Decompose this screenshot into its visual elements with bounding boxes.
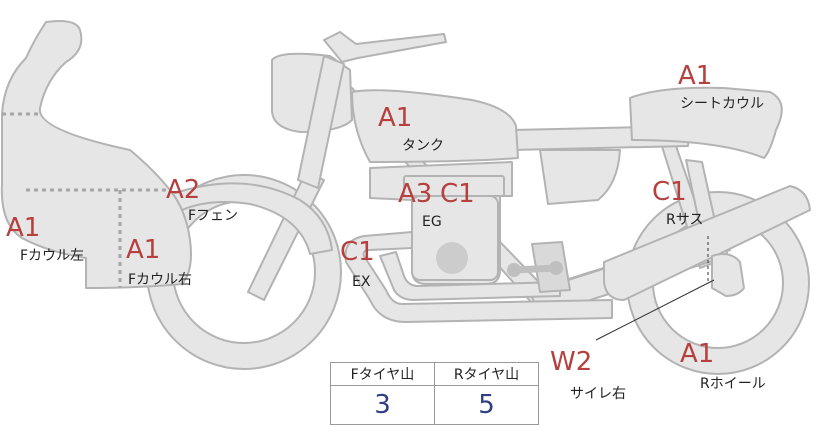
label-muffler-right: サイレ右	[570, 386, 626, 402]
grade-f-cowl-left: A1	[6, 213, 40, 243]
part-f-cowl-left: A1 Fカウル左	[6, 213, 84, 264]
grade-f-cowl-right: A1	[126, 235, 160, 265]
part-r-wheel: A1 Rホイール	[680, 339, 766, 392]
side-cover	[539, 149, 621, 205]
grade-engine-b: C1	[440, 179, 475, 209]
part-f-cowl-right: A1 Fカウル右	[126, 235, 192, 288]
grade-seat-cowl: A1	[678, 61, 712, 91]
header-rear-tread: Rタイヤ山	[434, 362, 539, 386]
front-cowl	[0, 20, 192, 289]
engine-cover-circle	[436, 242, 468, 274]
exhaust-pipes	[344, 231, 613, 323]
muffler-tip	[711, 253, 745, 297]
part-f-fender: A2 Fフェン	[166, 175, 238, 224]
part-tank: A1 タンク	[378, 103, 444, 154]
value-front-tread: 3	[330, 385, 435, 425]
grade-muffler-right: W2	[550, 347, 592, 377]
fuel-tank	[351, 89, 519, 163]
engine-block	[369, 161, 563, 285]
grade-r-wheel: A1	[680, 339, 714, 369]
label-engine: EG	[422, 214, 442, 230]
grade-exhaust: C1	[340, 237, 375, 267]
label-r-suspension: Rサス	[666, 212, 703, 228]
header-front-tread: Fタイヤ山	[330, 362, 435, 386]
tire-tread-table: Fタイヤ山 Rタイヤ山 3 5	[330, 362, 539, 425]
label-seat-cowl: シートカウル	[680, 96, 764, 112]
part-r-suspension: C1 Rサス	[652, 177, 703, 228]
part-seat-cowl: A1 シートカウル	[678, 61, 764, 112]
muffler-leader-line	[595, 279, 715, 341]
shift-lever	[510, 264, 560, 274]
label-r-wheel: Rホイール	[700, 376, 766, 392]
part-muffler-right: W2 サイレ右	[550, 347, 626, 402]
part-exhaust: C1 EX	[340, 237, 375, 290]
handlebar	[323, 31, 447, 63]
label-tank: タンク	[402, 138, 444, 154]
grade-tank: A1	[378, 103, 412, 133]
value-rear-tread: 5	[434, 385, 539, 425]
grade-r-suspension: C1	[652, 177, 687, 207]
grade-f-fender: A2	[166, 175, 200, 205]
front-fender	[171, 182, 333, 255]
label-f-cowl-right: Fカウル右	[128, 272, 192, 288]
part-engine: A3 C1 EG	[398, 179, 475, 230]
label-f-cowl-left: Fカウル左	[20, 248, 84, 264]
seat-cowl	[629, 86, 783, 159]
label-f-fender: Fフェン	[188, 208, 238, 224]
label-exhaust: EX	[352, 274, 371, 290]
grade-engine-a: A3	[398, 179, 432, 209]
